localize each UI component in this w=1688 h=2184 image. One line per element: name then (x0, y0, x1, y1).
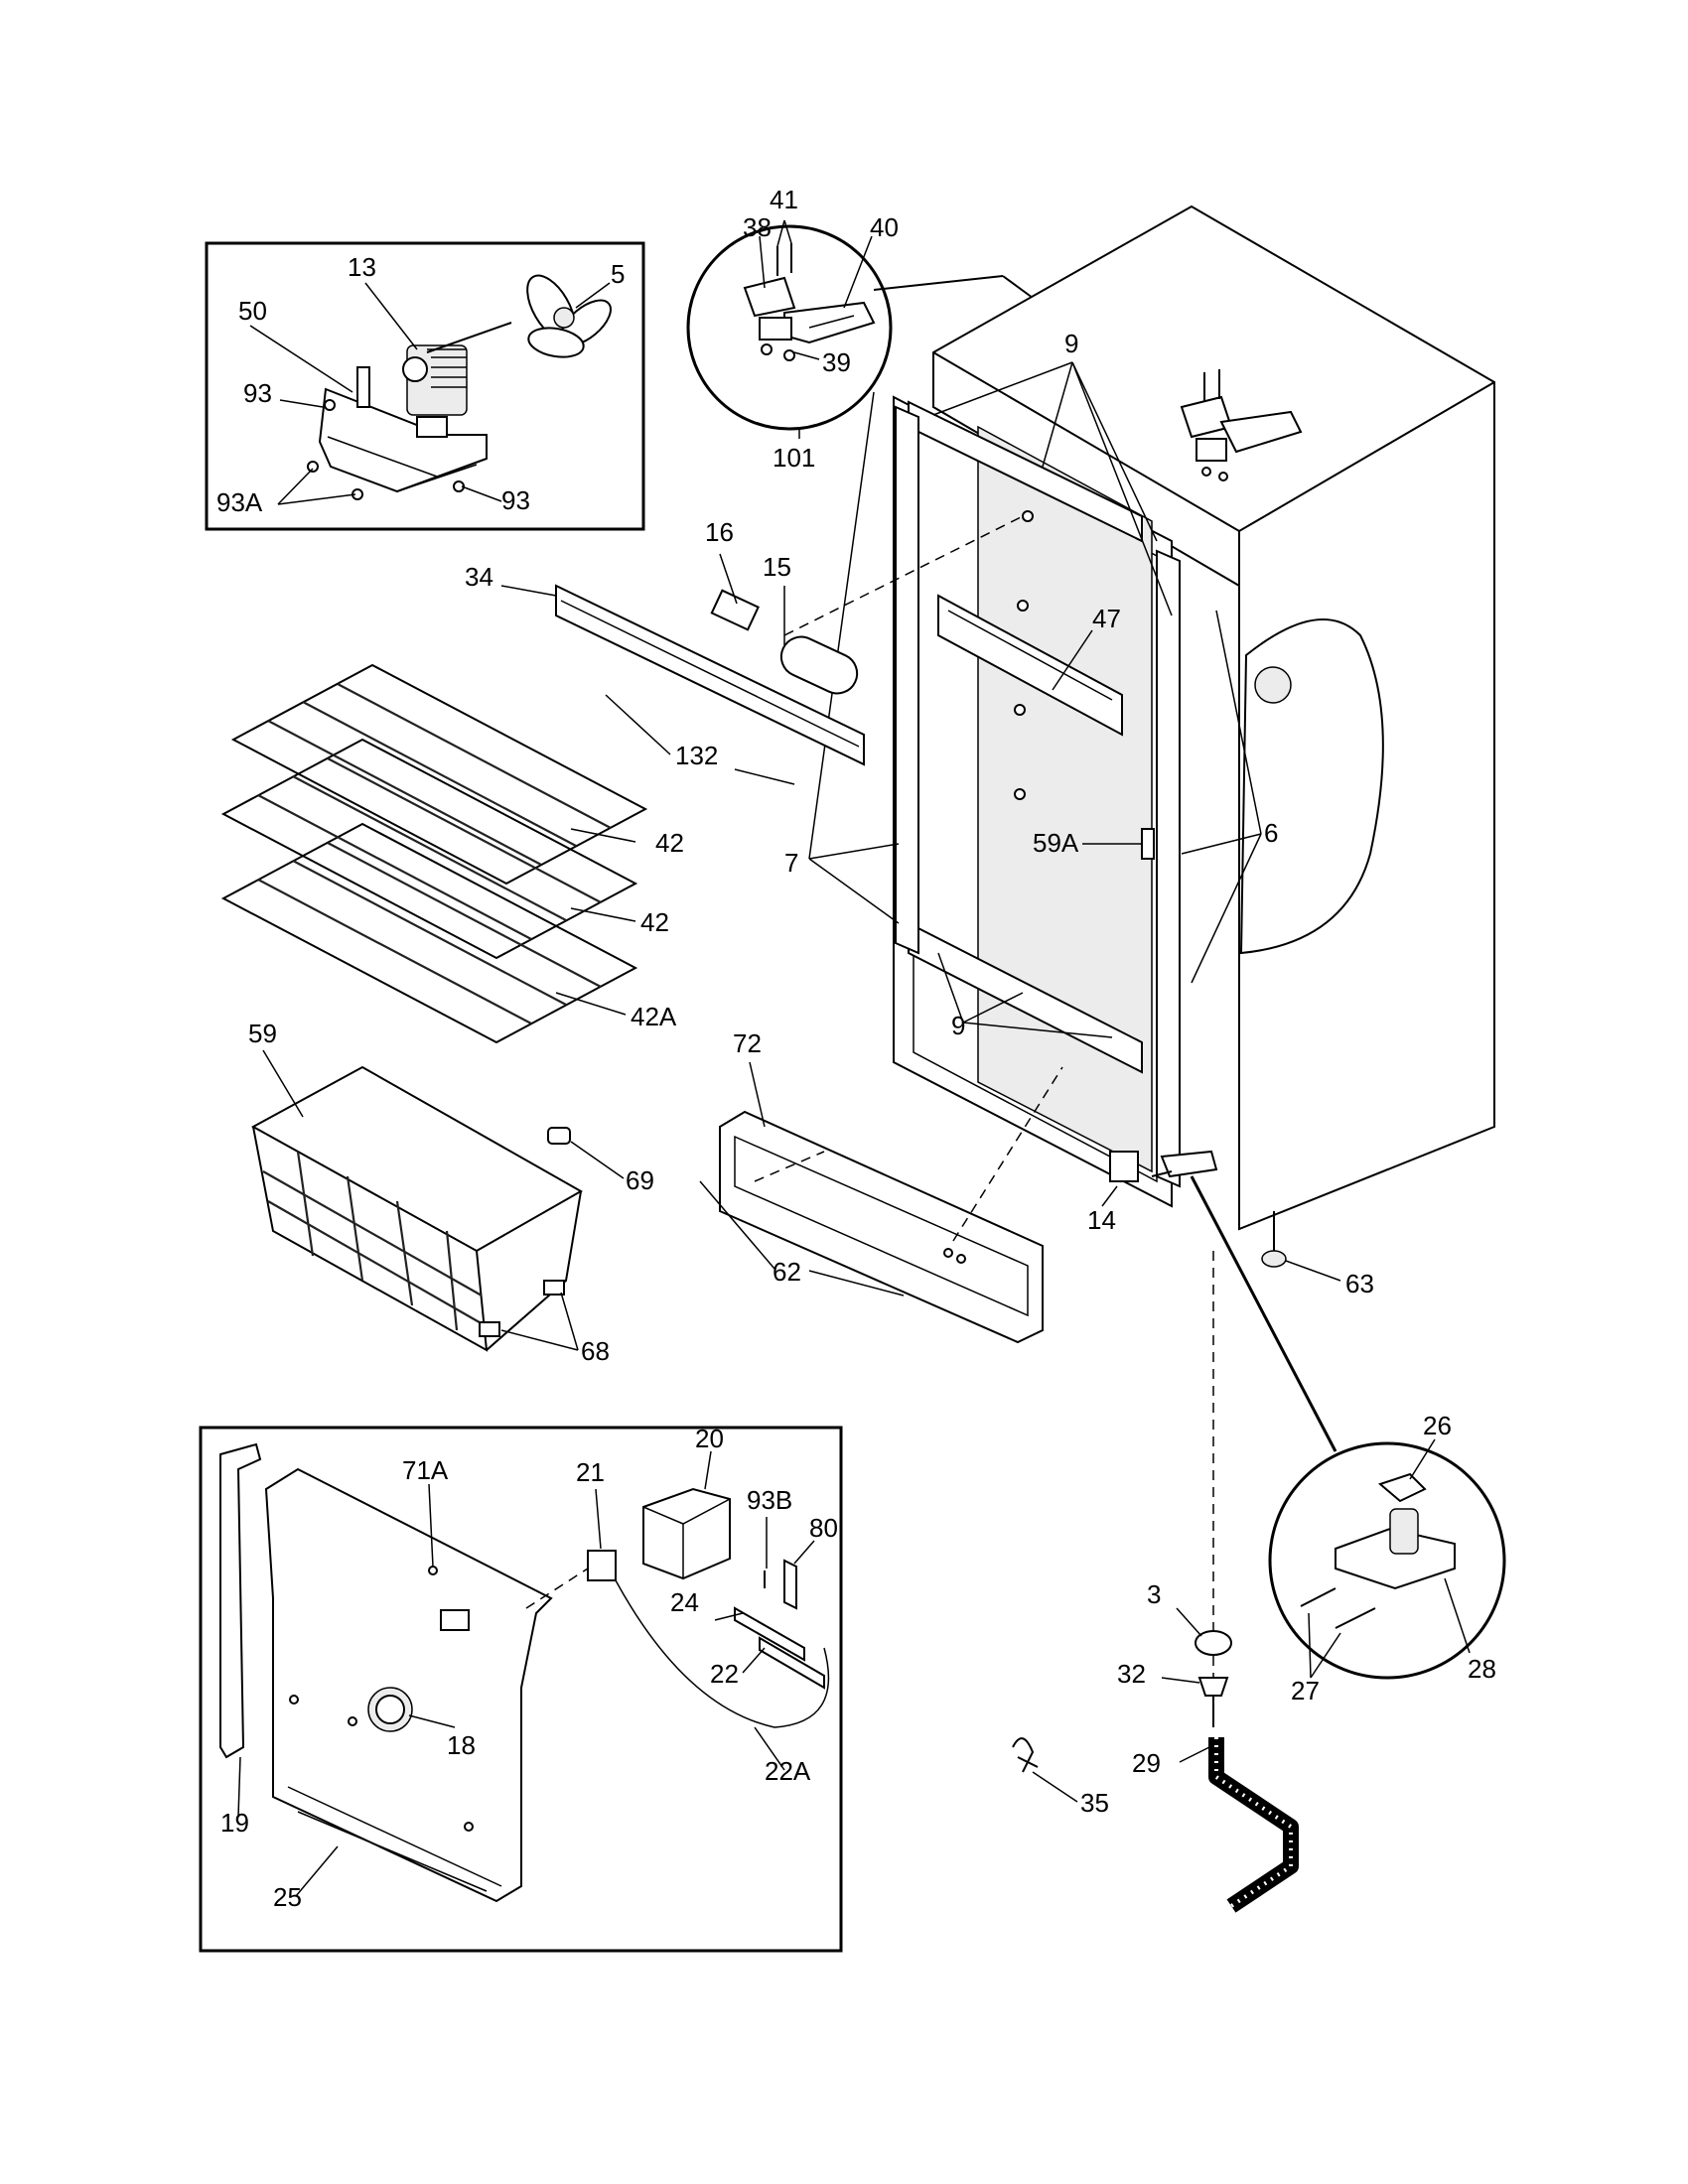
top-hinge-detail: 41 38 40 39 101 (686, 185, 1034, 473)
callout-68: 68 (581, 1336, 610, 1366)
kickplate: 72 62 (699, 1028, 1063, 1344)
callout-25: 25 (273, 1882, 302, 1912)
callout-13: 13 (348, 252, 376, 282)
callout-22: 22 (710, 1659, 739, 1689)
callout-24: 24 (670, 1587, 699, 1617)
callout-42: 42 (655, 828, 684, 858)
lower-hinge-detail: 26 27 28 (1268, 1411, 1506, 1706)
callout-18: 18 (447, 1730, 476, 1760)
callout-26: 26 (1423, 1411, 1452, 1440)
bottom-hardware: 14 63 (1087, 1150, 1374, 1688)
callout-22A: 22A (765, 1756, 811, 1786)
callout-42A: 42A (631, 1002, 677, 1031)
callout-15: 15 (763, 552, 791, 582)
callout-80: 80 (809, 1513, 838, 1543)
callout-9: 9 (1064, 329, 1078, 358)
fan-blade (526, 274, 612, 358)
callout-28: 28 (1468, 1654, 1496, 1684)
callout-42: 42 (640, 907, 669, 937)
callout-71A: 71A (402, 1455, 449, 1485)
callout-59: 59 (248, 1019, 277, 1048)
callout-63: 63 (1345, 1269, 1374, 1298)
top-shelf-and-light: 34 16 15 132 (465, 515, 1024, 785)
callout-62: 62 (773, 1257, 801, 1287)
callout-93A: 93A (216, 487, 263, 517)
callout-16: 16 (705, 517, 734, 547)
callout-9: 9 (951, 1011, 965, 1040)
callout-47: 47 (1092, 604, 1121, 633)
callout-59A: 59A (1033, 828, 1079, 858)
callout-132: 132 (675, 741, 718, 770)
callout-40: 40 (870, 212, 899, 242)
freezer-cabinet: 9 47 59A 6 7 9 (784, 205, 1495, 1231)
callout-93: 93 (243, 378, 272, 408)
callout-20: 20 (695, 1424, 724, 1453)
callout-29: 29 (1132, 1748, 1161, 1778)
callout-39: 39 (822, 347, 851, 377)
callout-6: 6 (1264, 818, 1278, 848)
callout-38: 38 (743, 212, 772, 242)
fan-motor-inset: 50 13 5 93 93A 93 (205, 241, 645, 531)
callout-7: 7 (784, 848, 798, 878)
callout-69: 69 (626, 1165, 654, 1195)
callout-93B: 93B (747, 1485, 792, 1515)
drain-parts: 3 32 29 35 (1012, 1579, 1299, 1913)
callout-34: 34 (465, 562, 493, 592)
callout-93: 93 (501, 485, 530, 515)
callout-50: 50 (238, 296, 267, 326)
control-panel-inset: 71A 21 20 93B 80 24 22 18 22A 19 25 (199, 1424, 843, 1953)
wire-basket: 59 69 68 (248, 1019, 654, 1366)
callout-19: 19 (220, 1808, 249, 1838)
callout-32: 32 (1117, 1659, 1146, 1689)
callout-35: 35 (1080, 1788, 1109, 1818)
wire-shelves: 42 42 42A (220, 663, 684, 1044)
callout-101: 101 (773, 443, 815, 473)
callout-3: 3 (1147, 1579, 1161, 1609)
callout-27: 27 (1291, 1676, 1320, 1706)
callout-14: 14 (1087, 1205, 1116, 1235)
callout-72: 72 (733, 1028, 762, 1058)
callout-41: 41 (770, 185, 798, 214)
callout-21: 21 (576, 1457, 605, 1487)
callout-5: 5 (611, 259, 625, 289)
